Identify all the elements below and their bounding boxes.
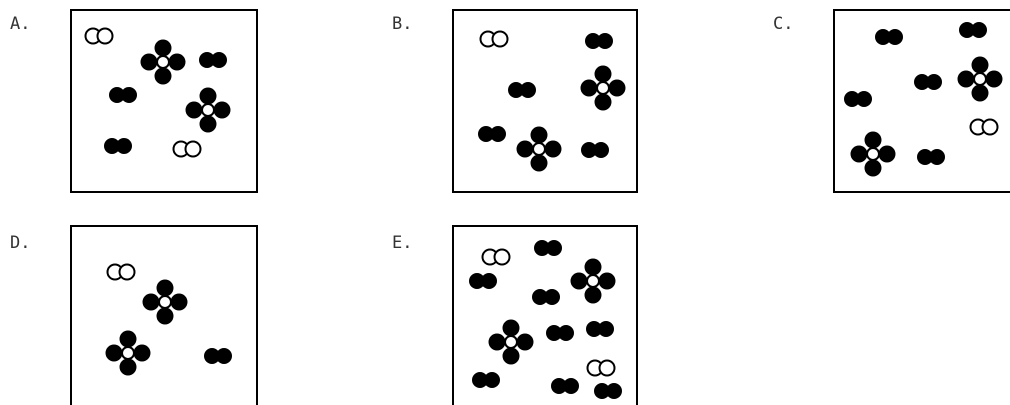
- option-e-box[interactable]: [452, 225, 638, 405]
- white-molecule: [481, 248, 511, 266]
- white-molecule: [172, 140, 202, 158]
- white-molecule: [84, 27, 114, 45]
- option-a-label: A.: [10, 14, 31, 34]
- white-molecule: [586, 359, 616, 377]
- option-b-box[interactable]: [452, 9, 638, 193]
- white-molecule: [969, 118, 999, 136]
- white-molecule: [479, 30, 509, 48]
- option-c-box[interactable]: [833, 9, 1010, 193]
- option-a-box[interactable]: [70, 9, 258, 193]
- option-b-label: B.: [392, 14, 413, 34]
- option-d-label: D.: [10, 233, 31, 253]
- option-d-box[interactable]: [70, 225, 258, 405]
- option-c-label: C.: [773, 14, 794, 34]
- option-e-label: E.: [392, 233, 413, 253]
- white-molecule: [106, 263, 136, 281]
